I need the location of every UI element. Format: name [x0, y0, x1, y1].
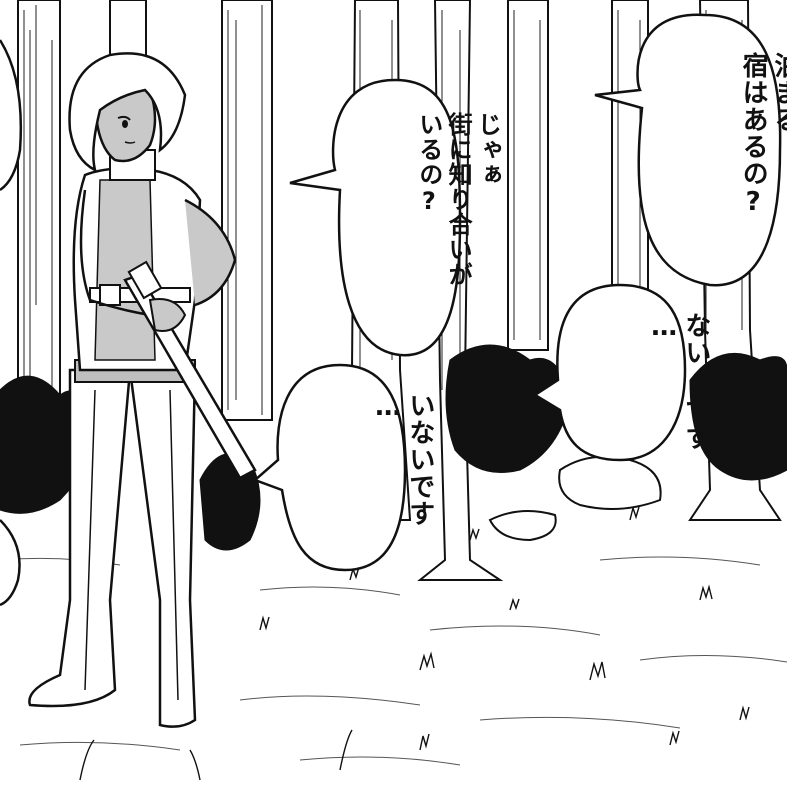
dialogue-tomaru: 泊まる宿はあるの?: [673, 52, 787, 218]
bubble-jaa-shape: [289, 78, 462, 357]
dialogue-line: 泊まる: [769, 52, 787, 133]
dialogue-jaa: じゃぁ街に知り合いがいるの?: [355, 112, 560, 287]
speech-bubbles: [252, 13, 782, 572]
bushes: [0, 344, 787, 551]
dialogue-line: 街に知り合いが: [444, 112, 473, 287]
dialogue-nai-desu: ない です…: [584, 312, 774, 451]
right-arm: [184, 198, 237, 307]
dialogue-line: じゃぁ: [473, 112, 502, 187]
hair: [68, 52, 187, 173]
dialogue-line: いないです: [404, 392, 435, 527]
dialogue-line: ない です: [680, 312, 711, 451]
bubble-partial-left: [0, 39, 23, 192]
left-arm: [79, 189, 151, 317]
dialogue-line: …: [373, 392, 404, 423]
bubble-nai-shape: [532, 283, 687, 462]
dialogue-inai-desu: いないです…: [308, 392, 498, 527]
bubble-inai-shape: [252, 363, 407, 572]
grass-tufts: [59, 505, 750, 781]
left-boot: [28, 368, 132, 708]
dialogue-line: いるの?: [414, 112, 443, 216]
ground: [0, 556, 787, 766]
right-boot: [128, 368, 197, 728]
character-swordswoman: [28, 52, 257, 728]
dialogue-line: 宿はあるの?: [738, 52, 769, 218]
dialogue-line: …: [649, 312, 680, 343]
bubble-tomaru-shape: [594, 13, 782, 287]
bubble-partial-left-lower: [0, 519, 21, 607]
